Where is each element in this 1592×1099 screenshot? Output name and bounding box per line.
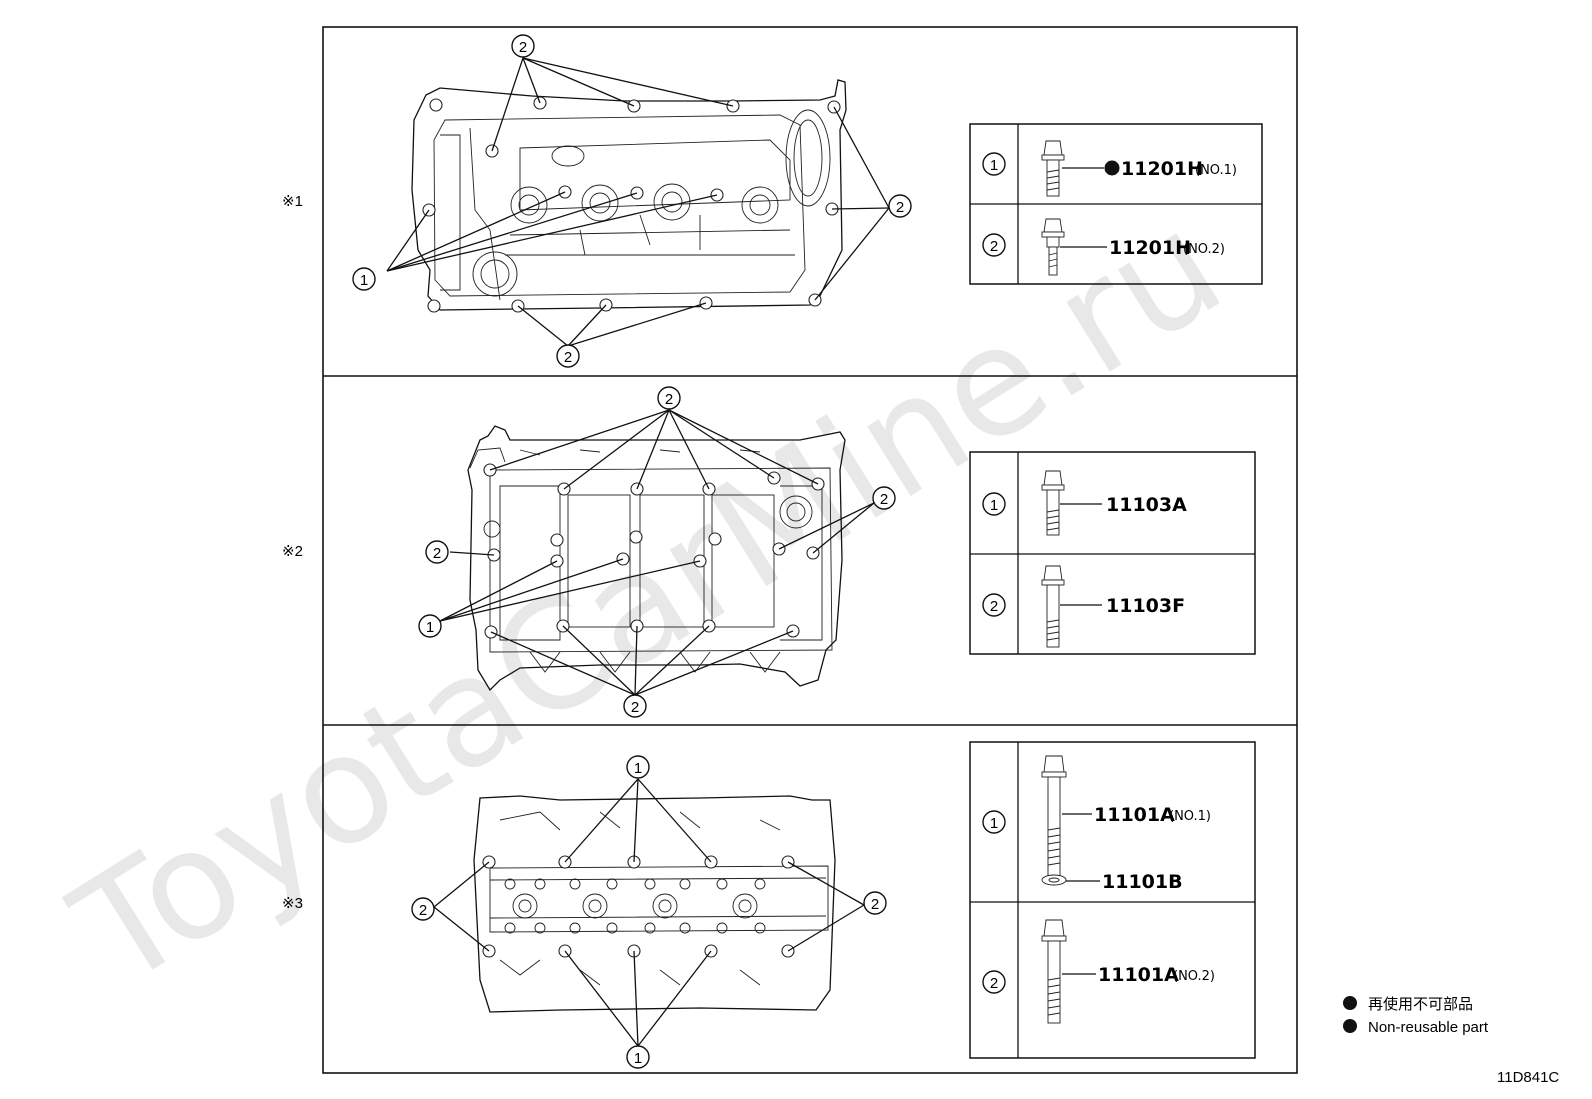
callout-2: 2 (872, 486, 896, 510)
callout-2: 2 (425, 540, 449, 564)
svg-text:2: 2 (880, 491, 888, 508)
part-number: 11201H (1109, 237, 1191, 259)
callout-2: 2 (982, 970, 1006, 994)
callout-2: 2 (982, 233, 1006, 257)
bolt-icon (1041, 218, 1065, 276)
callout-2: 2 (411, 897, 435, 921)
svg-text:2: 2 (519, 39, 527, 56)
callout-2: 2 (863, 891, 887, 915)
svg-text:1: 1 (990, 157, 998, 174)
callout-1: 1 (982, 492, 1006, 516)
section3-bolt-holes (482, 855, 795, 958)
cylinder-block-drawing (467, 425, 846, 692)
bolt-icon (1041, 470, 1065, 536)
part-number: 11101B (1102, 871, 1183, 893)
svg-text:1: 1 (634, 760, 642, 777)
svg-text:2: 2 (871, 896, 879, 913)
section-marker: ※1 (282, 193, 303, 210)
part-variant: (NO.1) (1195, 163, 1237, 178)
section3-leader-lines (433, 778, 865, 1047)
part-variant: (NO.2) (1173, 969, 1215, 984)
part-number: 11101A (1098, 964, 1179, 986)
legend-english: Non-reusable part (1368, 1019, 1489, 1036)
section-marker: ※3 (282, 895, 303, 912)
section1-parts-table: 1 2 11201H (NO.1) 11201H (NO.2) (969, 123, 1263, 285)
figure-id: 11D841C (1497, 1069, 1559, 1086)
callout-1: 1 (982, 152, 1006, 176)
main-frame (322, 26, 1298, 1074)
svg-text:2: 2 (665, 391, 673, 408)
svg-text:1: 1 (990, 815, 998, 832)
bolt-icon (1041, 140, 1065, 197)
section1-bolt-holes (422, 96, 841, 313)
part-number: 11201H (1121, 158, 1203, 180)
section2-leader-lines (439, 409, 875, 696)
svg-text:2: 2 (990, 238, 998, 255)
callout-1: 1 (352, 267, 376, 291)
callout-2: 2 (623, 694, 647, 718)
bolt-icon (1041, 755, 1067, 878)
non-reusable-dot (1104, 160, 1120, 176)
section-marker: ※2 (282, 543, 303, 560)
section2-parts-table: 1 2 11103A 11103F (969, 451, 1256, 655)
part-number: 11103A (1106, 494, 1187, 516)
svg-text:2: 2 (990, 598, 998, 615)
callout-2: 2 (556, 344, 580, 368)
cylinder-head-drawing (473, 795, 836, 1013)
svg-text:2: 2 (433, 545, 441, 562)
svg-text:1: 1 (360, 272, 368, 289)
callout-2: 2 (657, 386, 681, 410)
part-variant: (NO.1) (1169, 809, 1211, 824)
part-variant: (NO.2) (1183, 242, 1225, 257)
svg-text:2: 2 (419, 902, 427, 919)
callout-1: 1 (418, 614, 442, 638)
svg-text:2: 2 (896, 199, 904, 216)
bolt-icon (1041, 565, 1065, 648)
section1-leader-lines (386, 57, 890, 347)
non-reusable-dot (1343, 996, 1357, 1010)
svg-text:2: 2 (564, 349, 572, 366)
bolt-icon (1041, 919, 1067, 1024)
svg-text:2: 2 (990, 975, 998, 992)
callout-2: 2 (982, 593, 1006, 617)
callout-1: 1 (982, 810, 1006, 834)
watermark: ToyotaCarMine.ru (46, 179, 1250, 1021)
legend-japanese: 再使用不可部品 (1368, 996, 1473, 1013)
legend: 再使用不可部品 Non-reusable part (1343, 996, 1489, 1036)
svg-text:2: 2 (631, 699, 639, 716)
non-reusable-dot (1343, 1019, 1357, 1033)
washer-icon (1041, 874, 1067, 886)
svg-text:1: 1 (426, 619, 434, 636)
callout-2: 2 (888, 194, 912, 218)
svg-text:1: 1 (990, 497, 998, 514)
section3-parts-table: 1 2 11101A (NO.1) 11101B 11101A ( (969, 741, 1256, 1059)
part-number: 11101A (1094, 804, 1175, 826)
callout-2: 2 (511, 34, 535, 58)
svg-text:1: 1 (634, 1050, 642, 1067)
callout-1: 1 (626, 755, 650, 779)
part-number: 11103F (1106, 595, 1185, 617)
callout-1: 1 (626, 1045, 650, 1069)
